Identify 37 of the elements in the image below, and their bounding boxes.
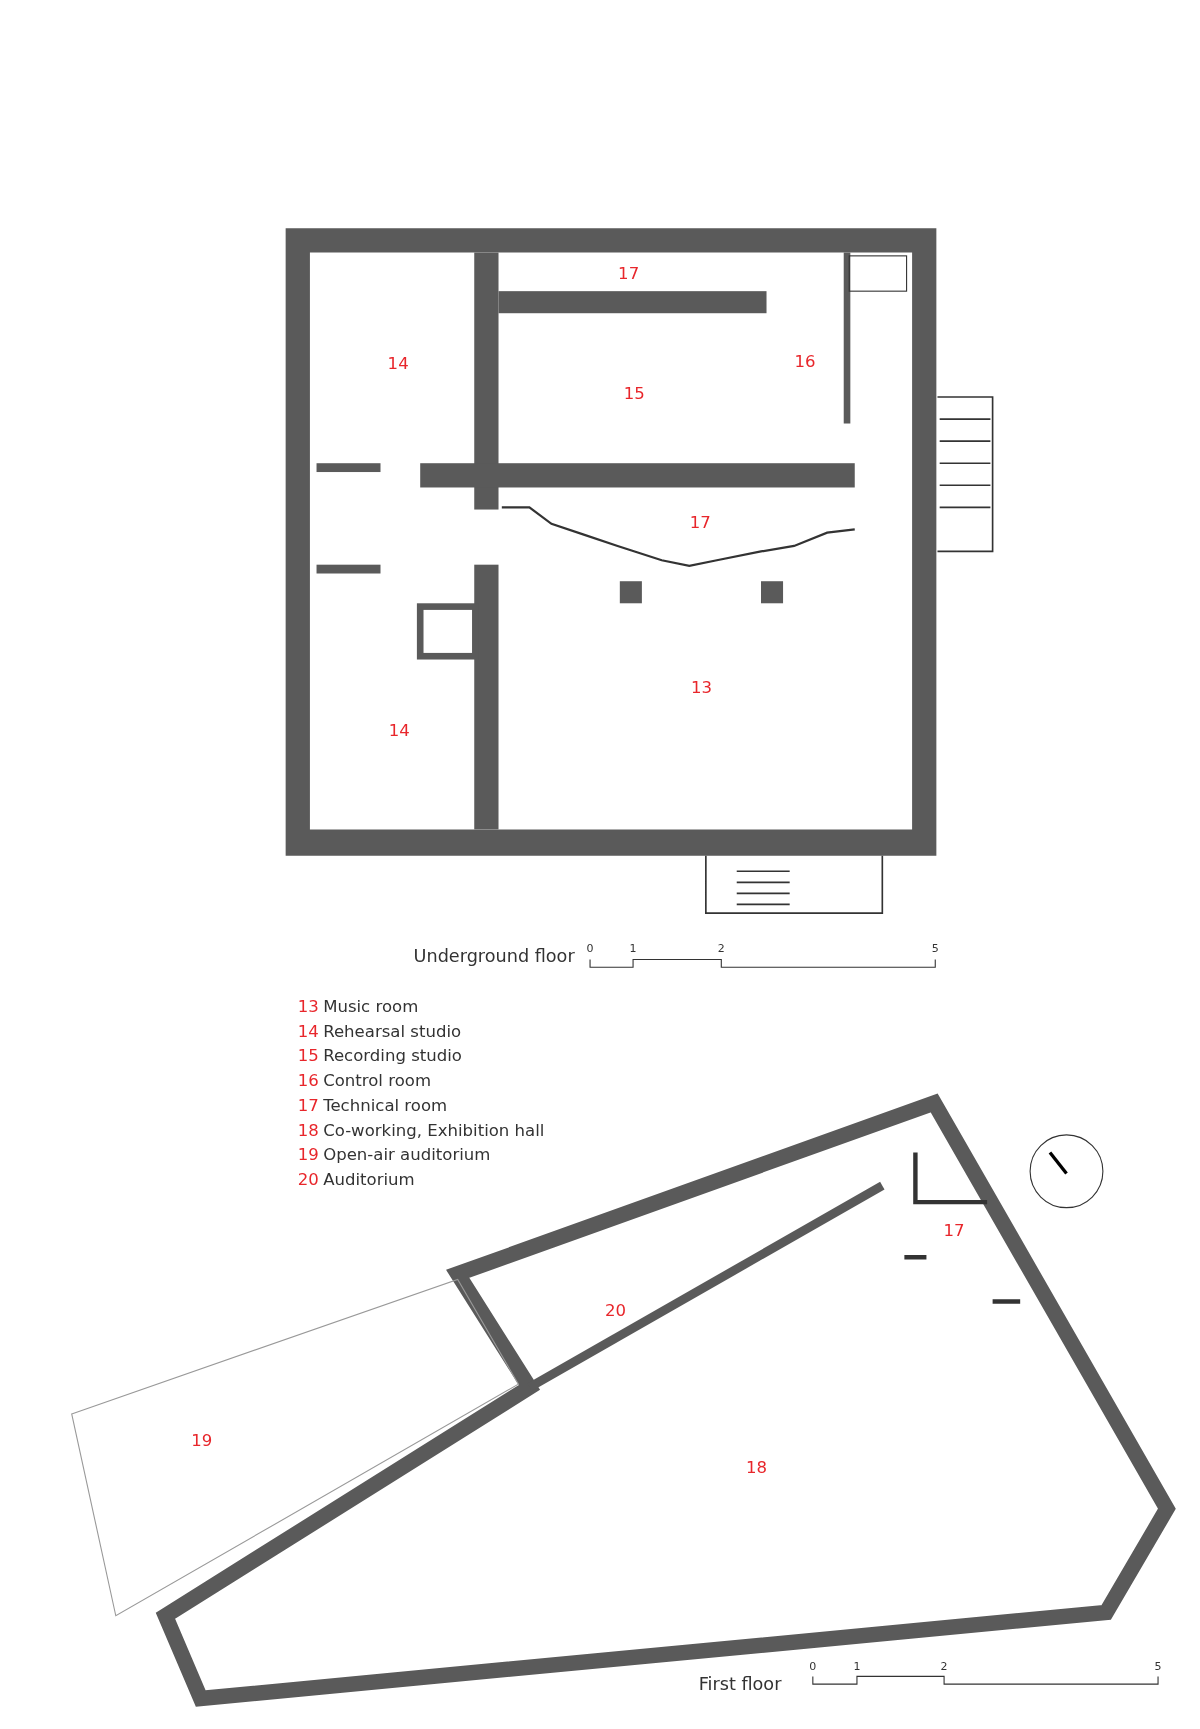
legend-number: 18 xyxy=(297,1122,319,1139)
legend-number: 19 xyxy=(297,1146,319,1164)
room-number: 14 xyxy=(387,355,409,373)
plan-title: First floor xyxy=(698,1675,782,1693)
scale-number: 2 xyxy=(717,943,725,954)
room-number: 16 xyxy=(794,353,816,370)
room-number: 14 xyxy=(388,721,410,739)
legend-number: 17 xyxy=(297,1097,319,1115)
legend-number: 13 xyxy=(297,998,319,1016)
scale-number: 5 xyxy=(1154,1660,1162,1672)
room-number: 19 xyxy=(191,1432,213,1449)
plan-title: Underground floor xyxy=(413,947,575,966)
room-number: 18 xyxy=(746,1459,768,1477)
room-number: 17 xyxy=(689,514,711,532)
legend-text: Recording studio xyxy=(323,1048,462,1065)
legend-text: Technical room xyxy=(323,1097,448,1115)
scale-number: 1 xyxy=(629,943,637,954)
room-number: 20 xyxy=(604,1301,626,1319)
scale-number: 1 xyxy=(853,1660,861,1672)
room-number: 13 xyxy=(690,678,712,696)
scale-number: 0 xyxy=(586,943,594,954)
legend-text: Co-working, Exhibition hall xyxy=(323,1122,545,1139)
legend-text: Music room xyxy=(323,998,419,1016)
legend-text: Open-air auditorium xyxy=(323,1146,491,1164)
room-number: 17 xyxy=(618,265,640,282)
room-number: 15 xyxy=(623,385,645,402)
legend-number: 14 xyxy=(297,1023,319,1040)
scale-number: 2 xyxy=(940,1660,948,1672)
legend-number: 16 xyxy=(297,1072,319,1090)
room-number: 17 xyxy=(943,1222,965,1240)
legend-text: Rehearsal studio xyxy=(323,1023,462,1040)
scale-number: 5 xyxy=(931,943,939,954)
legend-text: Control room xyxy=(323,1072,431,1090)
scale-number: 0 xyxy=(809,1660,817,1672)
legend-number: 15 xyxy=(297,1048,319,1065)
legend-number: 20 xyxy=(297,1171,319,1189)
legend-text: Auditorium xyxy=(323,1171,415,1189)
